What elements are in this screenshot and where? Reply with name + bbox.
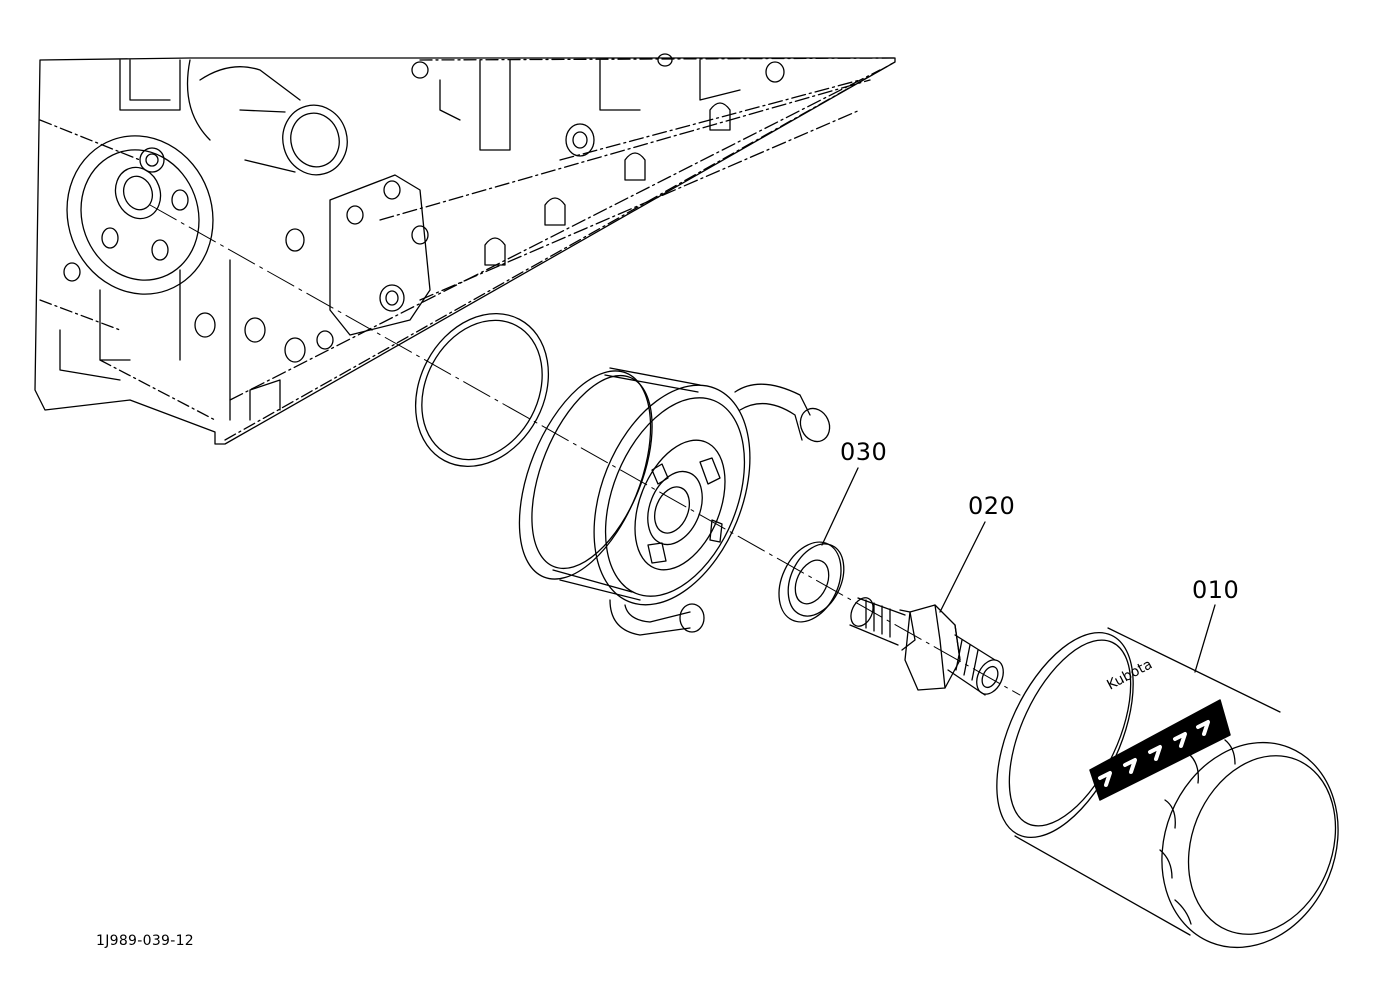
- filter-brand-text: Kubota: [1104, 656, 1155, 693]
- oil-cooler: [518, 367, 831, 636]
- assembly-axis-line: [149, 204, 1021, 696]
- callout-030: 030: [840, 438, 888, 466]
- leader-020: [939, 521, 986, 613]
- figure-id: 1J989-039-12: [96, 933, 194, 949]
- threaded-adapter: [849, 597, 1004, 696]
- leader-030: [821, 467, 859, 546]
- callout-010: 010: [1192, 576, 1240, 604]
- callout-020: 020: [968, 492, 1016, 520]
- engine-block: [34, 53, 896, 445]
- leader-010: [1194, 604, 1216, 673]
- oil-filter: [996, 627, 1339, 949]
- washer: [778, 541, 845, 623]
- o-ring: [414, 312, 550, 468]
